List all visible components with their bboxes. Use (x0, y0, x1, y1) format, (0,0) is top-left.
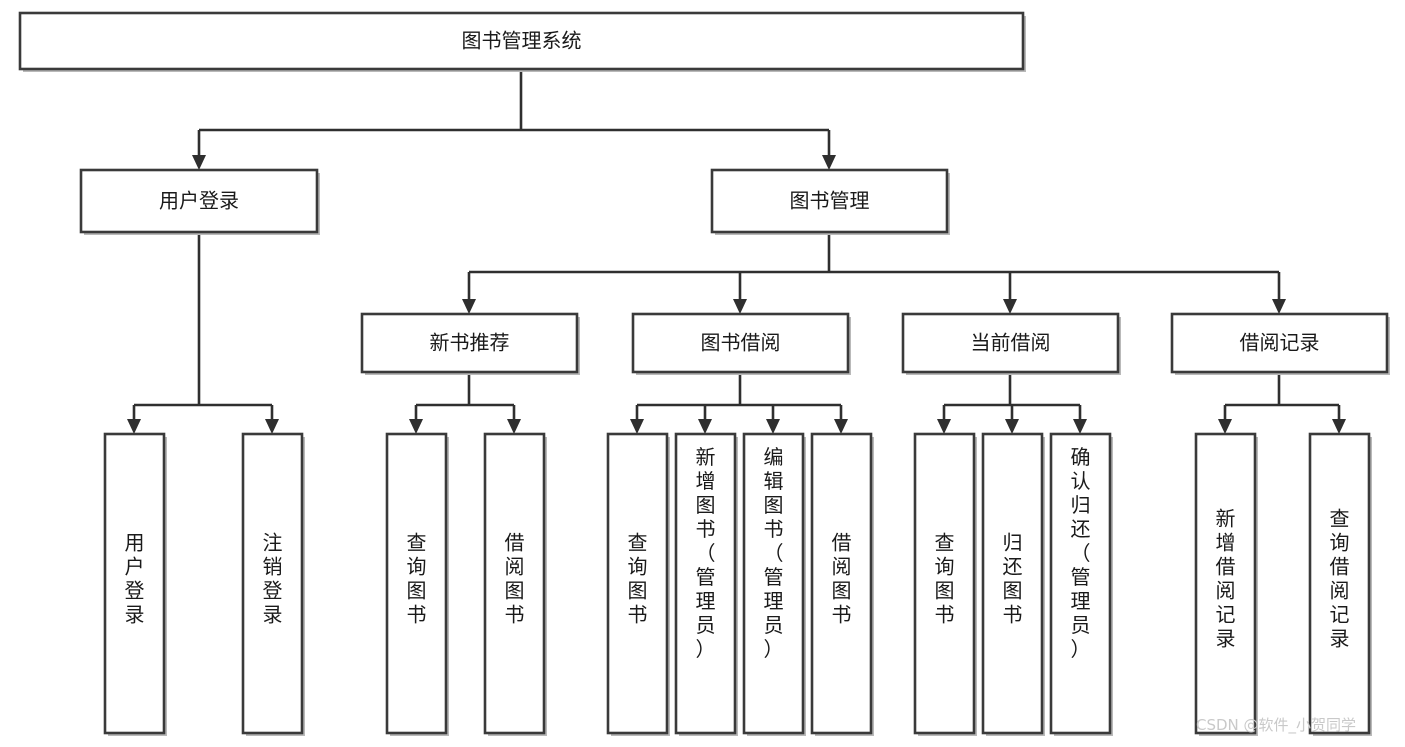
csdn-watermark: CSDN @软件_小贺同学 (1196, 716, 1356, 735)
node-label: 查询图书 (407, 531, 427, 627)
node-label: 图书借阅 (701, 331, 781, 355)
arrow-head-icon (192, 155, 206, 170)
node-rect (674, 432, 737, 735)
node-label: 查询图书 (628, 531, 648, 627)
arrow-head-icon (733, 299, 747, 314)
arrow-head-icon (127, 419, 141, 434)
node-nb-borrow-book[interactable]: 借阅图书 (483, 432, 547, 736)
node-label: 注销登录 (263, 531, 283, 627)
node-rect (360, 312, 579, 374)
arrow-head-icon (1073, 419, 1087, 434)
node-label: 当前借阅 (971, 331, 1051, 355)
node-br-add-record[interactable]: 新增借阅记录 (1194, 432, 1258, 736)
arrow-head-icon (1272, 299, 1286, 314)
node-label: 新书推荐 (430, 331, 510, 355)
node-label: 查询借阅记录 (1330, 507, 1350, 651)
node-cb-query-book[interactable]: 查询图书 (913, 432, 977, 736)
node-rect (241, 432, 304, 735)
node-label: 借阅记录 (1240, 331, 1320, 355)
node-rect (103, 432, 166, 735)
node-label: 借阅图书 (505, 531, 525, 627)
node-rect (1170, 312, 1389, 374)
node-bb-add-book[interactable]: 新增图书（管理员） (674, 432, 738, 736)
node-label: 归还图书 (1003, 531, 1023, 627)
node-root[interactable]: 图书管理系统 (18, 11, 1026, 72)
node-rect (710, 168, 949, 234)
arrow-head-icon (1218, 419, 1232, 434)
node-rect (631, 312, 850, 374)
node-book-management[interactable]: 图书管理 (710, 168, 950, 235)
node-cb-confirm-return[interactable]: 确认归还（管理员） (1049, 432, 1113, 736)
node-book-borrow[interactable]: 图书借阅 (631, 312, 851, 375)
node-bb-query-book[interactable]: 查询图书 (606, 432, 670, 736)
node-borrow-record[interactable]: 借阅记录 (1170, 312, 1390, 375)
node-user-login[interactable]: 用户登录 (79, 168, 320, 235)
node-label: 图书管理 (790, 189, 870, 213)
node-leaf-user-login[interactable]: 用户登录 (103, 432, 167, 736)
arrow-head-icon (409, 419, 423, 434)
node-rect (385, 432, 448, 735)
node-rect (1194, 432, 1257, 735)
node-label: 借阅图书 (832, 531, 852, 627)
arrow-head-icon (698, 419, 712, 434)
node-label: 用户登录 (125, 531, 145, 627)
node-rect (742, 432, 805, 735)
arrow-head-icon (462, 299, 476, 314)
node-rect (901, 312, 1120, 374)
arrow-head-icon (834, 419, 848, 434)
arrow-head-icon (1332, 419, 1346, 434)
arrow-head-icon (1003, 299, 1017, 314)
arrow-head-icon (766, 419, 780, 434)
node-label: 图书管理系统 (462, 29, 582, 53)
node-rect (1308, 432, 1371, 735)
node-rect (913, 432, 976, 735)
node-label: 编辑图书（管理员） (764, 445, 784, 661)
node-current-borrow[interactable]: 当前借阅 (901, 312, 1121, 375)
node-label: 新增图书（管理员） (696, 445, 716, 661)
arrow-head-icon (630, 419, 644, 434)
node-rect (1049, 432, 1112, 735)
node-rect (606, 432, 669, 735)
node-bb-borrow-book[interactable]: 借阅图书 (810, 432, 874, 736)
node-br-query-record[interactable]: 查询借阅记录 (1308, 432, 1372, 736)
node-bb-edit-book[interactable]: 编辑图书（管理员） (742, 432, 806, 736)
arrow-head-icon (937, 419, 951, 434)
node-cb-return-book[interactable]: 归还图书 (981, 432, 1045, 736)
arrow-head-icon (265, 419, 279, 434)
arrow-head-icon (507, 419, 521, 434)
nodes-layer: 图书管理系统用户登录图书管理新书推荐图书借阅当前借阅借阅记录用户登录注销登录查询… (18, 11, 1390, 736)
node-nb-query-book[interactable]: 查询图书 (385, 432, 449, 736)
node-rect (483, 432, 546, 735)
node-rect (18, 11, 1025, 71)
node-leaf-logout[interactable]: 注销登录 (241, 432, 305, 736)
arrow-head-icon (1005, 419, 1019, 434)
connectors-layer (127, 69, 1346, 434)
node-label: 查询图书 (935, 531, 955, 627)
node-rect (79, 168, 319, 234)
node-label: 新增借阅记录 (1216, 507, 1236, 651)
node-label: 确认归还（管理员） (1071, 445, 1091, 661)
node-new-book-rec[interactable]: 新书推荐 (360, 312, 580, 375)
node-rect (810, 432, 873, 735)
arrow-head-icon (822, 155, 836, 170)
node-rect (981, 432, 1044, 735)
node-label: 用户登录 (159, 189, 239, 213)
